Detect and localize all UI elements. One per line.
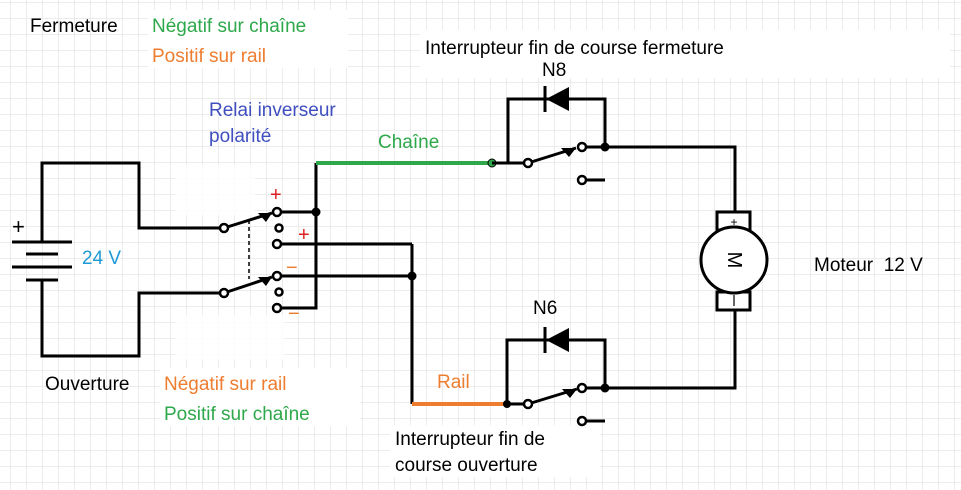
rail-label: Rail (437, 372, 470, 393)
relay-contacts (218, 206, 284, 314)
motor-label: Moteur 12 V (814, 255, 923, 276)
closing-label: Fermeture (30, 16, 118, 37)
battery-voltage-label: 24 V (82, 248, 121, 269)
wire-battery-minus (40, 281, 220, 358)
relay-contact (274, 287, 284, 297)
limit-switch-arrow (561, 148, 576, 157)
closing-line2: Positif sur rail (152, 46, 266, 67)
wire-battery-plus (40, 161, 220, 242)
limit-switch-closing-title: Interrupteur fin de course fermeture (425, 38, 724, 59)
label-bg (175, 315, 285, 360)
diode-n6-icon (546, 328, 569, 352)
label-bg (160, 368, 360, 426)
label-bg (390, 425, 600, 477)
relay-label-line1: Relai inverseur (209, 100, 336, 121)
switch-contact (522, 157, 534, 169)
motor-plus-sign: + (730, 215, 737, 229)
relay-contact (271, 302, 283, 314)
relay-contact (274, 223, 284, 233)
relay-arrow-top (258, 213, 272, 222)
relay-contact (271, 206, 283, 218)
wire-to-motor-plus (586, 145, 737, 212)
chain-label: Chaîne (378, 132, 439, 153)
wire-to-motor-minus (586, 303, 737, 390)
junction-dot (407, 271, 417, 281)
junction-dot (311, 207, 321, 217)
junction-dot (600, 142, 610, 152)
switch-contact (576, 174, 588, 186)
motor-icon (699, 225, 769, 295)
switch-contact (576, 141, 588, 153)
limit-switch-opening-title-line1: Interrupteur fin de (395, 429, 545, 450)
switch-contact (576, 415, 588, 427)
closing-line1: Négatif sur chaîne (152, 16, 306, 37)
opening-line1: Négatif sur rail (164, 374, 287, 395)
relay-plus-mid: + (298, 224, 310, 246)
relay-common-bottom (218, 287, 230, 299)
opening-line2: Positif sur chaîne (164, 404, 310, 425)
relay-arrow-bottom (258, 277, 272, 286)
junction-dot (600, 383, 610, 393)
relay-minus-bottom: − (288, 303, 300, 325)
battery (12, 161, 220, 358)
relay-label-line2: polarité (209, 126, 271, 147)
relay-plus-top: + (270, 184, 282, 206)
opening-label: Ouverture (45, 374, 129, 395)
switch-contact (522, 398, 534, 410)
relay-minus-mid: − (286, 257, 298, 279)
relay-contact (271, 270, 283, 282)
limit-switch-arrow (562, 389, 577, 398)
diode-n8 (543, 86, 569, 112)
label-bg (420, 30, 820, 78)
motor-symbol: M (723, 252, 745, 269)
diode-n6-label: N6 (533, 298, 557, 319)
label-bg (148, 10, 348, 68)
diode-n8-icon (546, 87, 569, 111)
diode-n6 (543, 327, 569, 353)
diode-n8-label: N8 (542, 60, 566, 81)
limit-switch-opening-title-line2: course ouverture (395, 455, 538, 476)
relay-contact (271, 238, 283, 250)
switch-contact (576, 382, 588, 394)
label-bg (175, 165, 255, 215)
motor: M + (699, 210, 769, 312)
relay-common-top (218, 222, 230, 234)
battery-plus-sign: + (12, 214, 25, 239)
label-bg (820, 30, 950, 78)
